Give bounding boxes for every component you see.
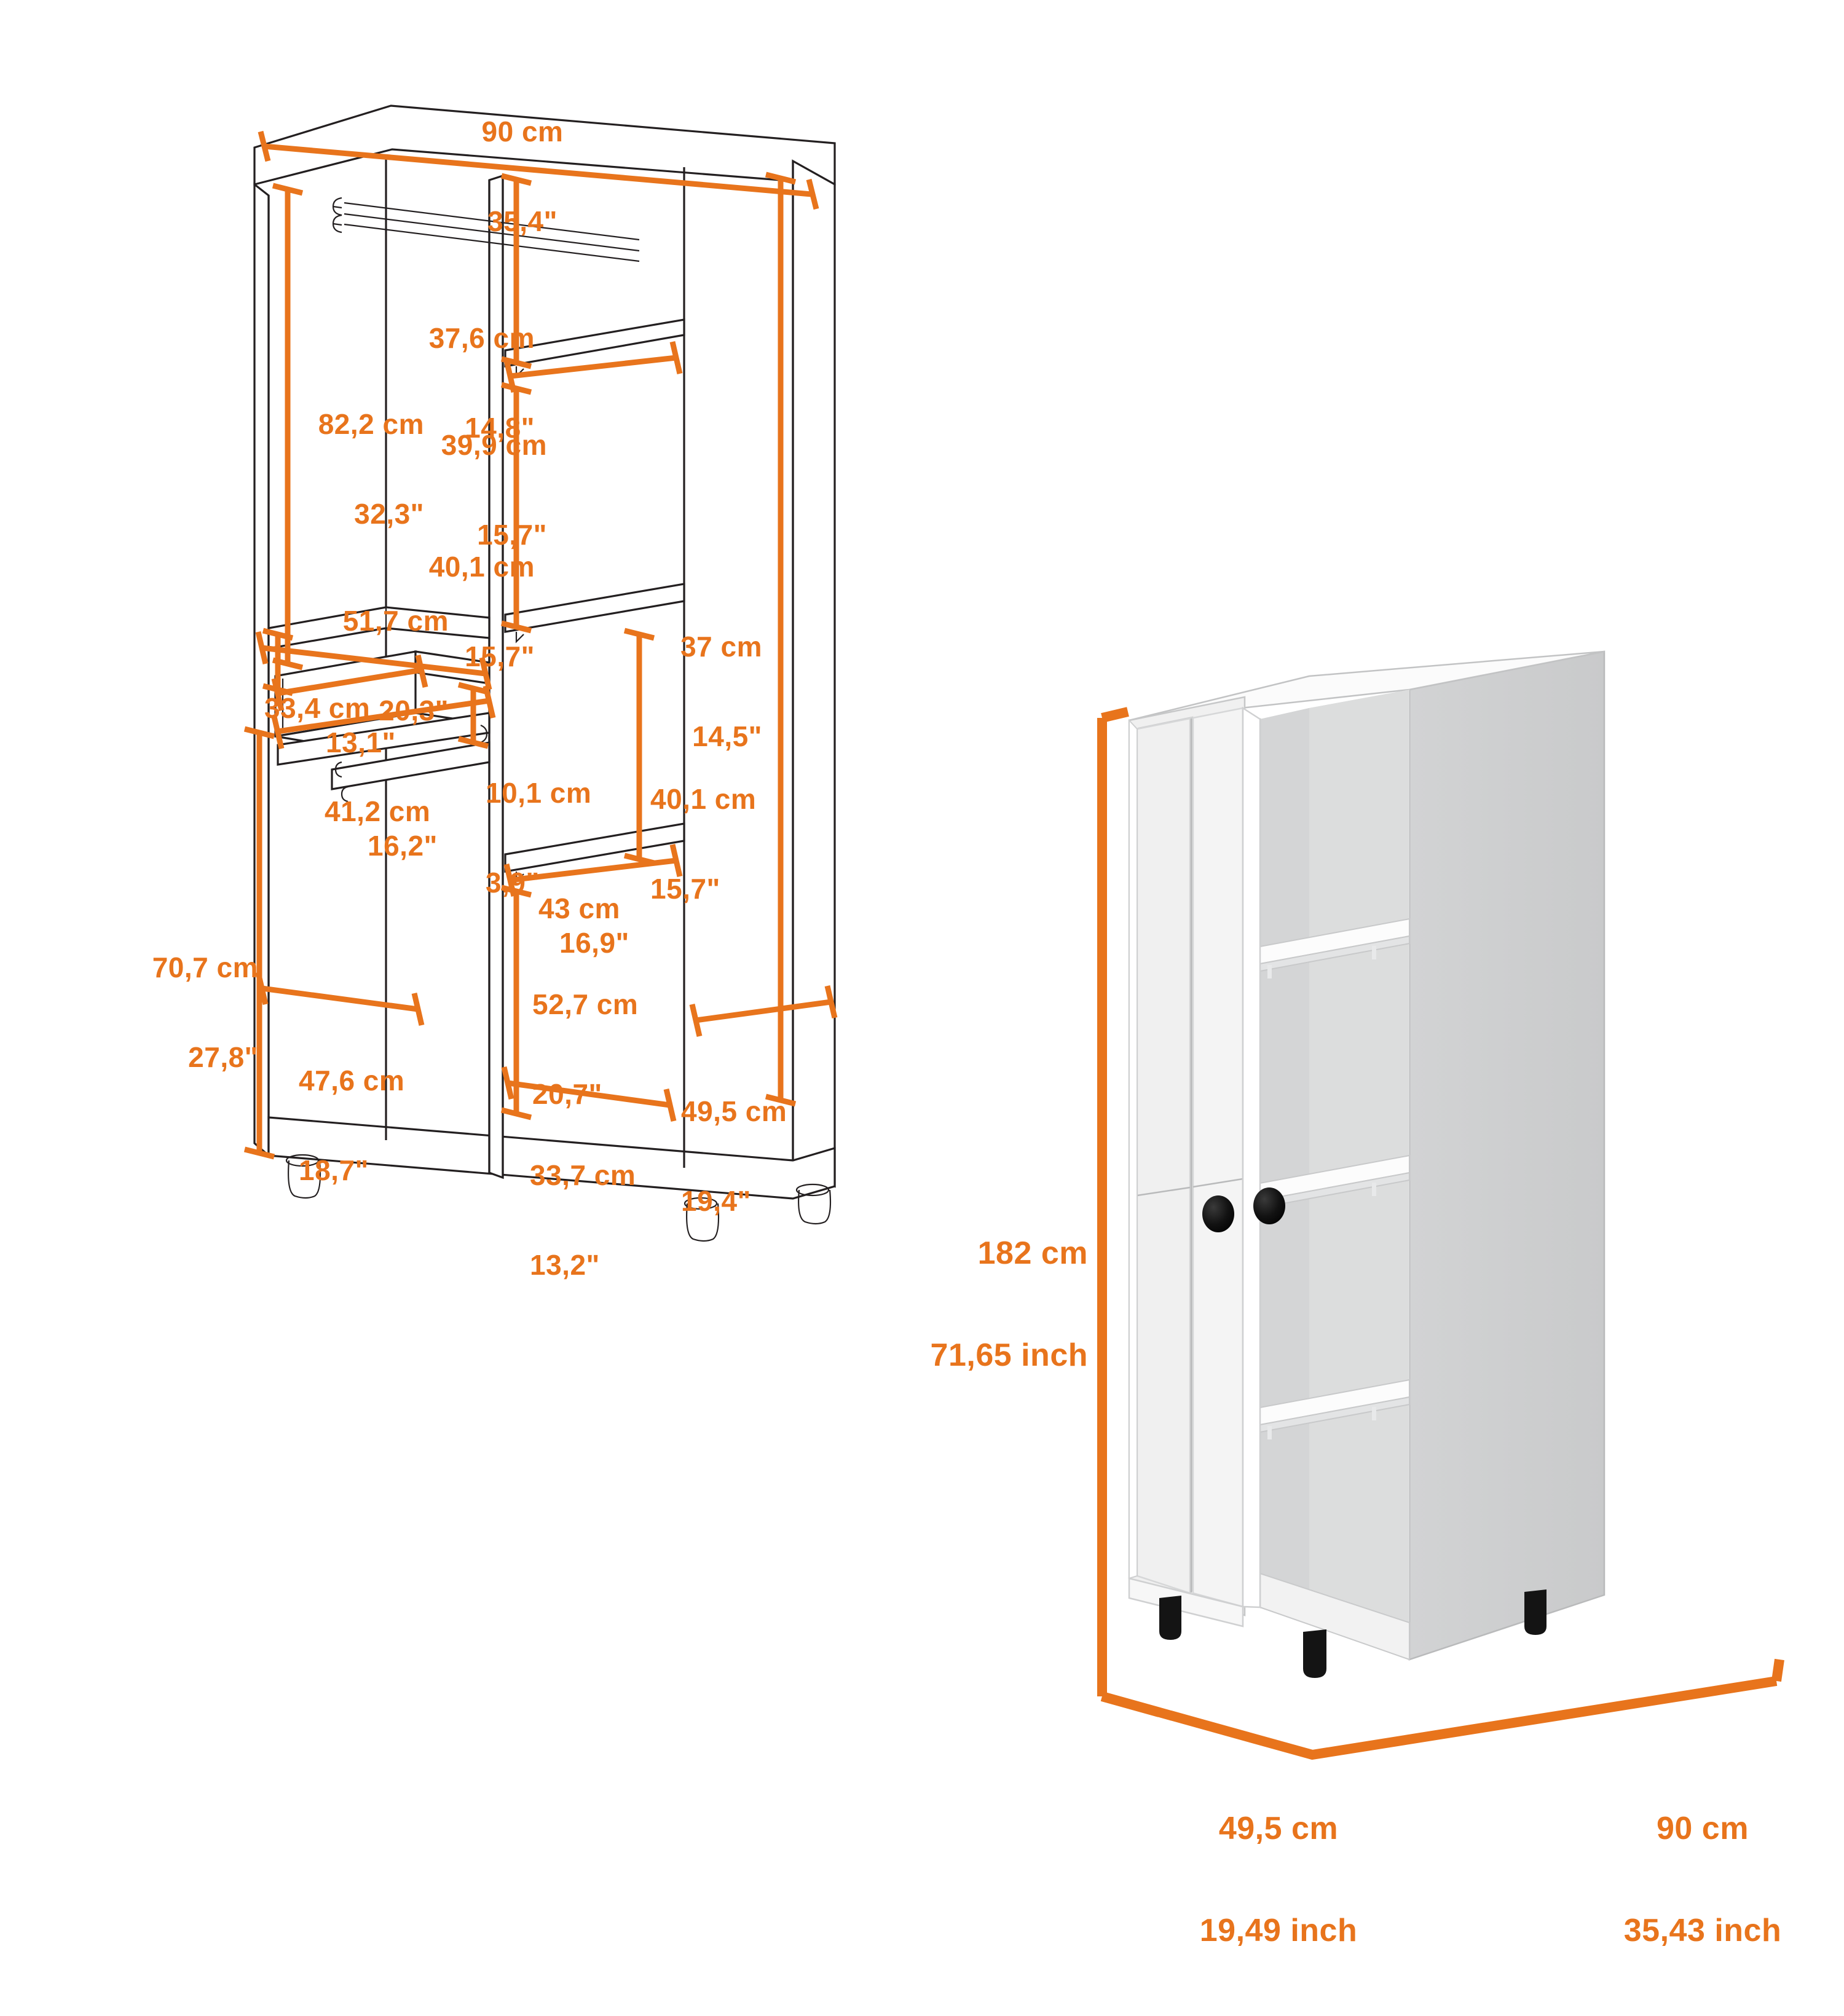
door-right-panel bbox=[1192, 707, 1244, 1608]
wardrobe-render bbox=[1128, 650, 1606, 1678]
dim-right-second-gap: 40,1 cm 15,7" bbox=[428, 550, 535, 672]
dim-drawer-width-inch: 16,2" bbox=[368, 829, 438, 862]
right-render-svg: .edge { stroke:#b9babb; stroke-width:2.5… bbox=[1097, 650, 1784, 1760]
dimension-lines-left bbox=[243, 130, 838, 1160]
dim-right-third-gap: 40,1 cm 15,7" bbox=[650, 782, 757, 905]
knob-right bbox=[1253, 1187, 1285, 1224]
cabinet-feet bbox=[285, 1154, 832, 1242]
dim-drawer-box-height: 10,1 cm 3,9" bbox=[486, 776, 592, 899]
render-feet bbox=[1159, 1589, 1547, 1678]
dim-hanging-height: 82,2 cm 32,3" bbox=[318, 408, 424, 530]
dim-right-shelf-depth-top: 39,9 cm 15,7" bbox=[441, 428, 547, 551]
hanging-rod bbox=[332, 197, 640, 262]
left-wireframe-svg: .ln { fill:none; stroke:#231f20; stroke-… bbox=[243, 104, 838, 1242]
dimension-lines-right bbox=[1097, 707, 1784, 1760]
right-bay-shelf-2 bbox=[504, 583, 685, 644]
dim-hanging-depth: 51,7 cm 20,3" bbox=[342, 604, 449, 726]
dim-right-top-shelf-gap: 37,6 cm 14,8" bbox=[428, 321, 535, 444]
dim-right-shelf-depth-low: 43 cm bbox=[538, 892, 620, 924]
dim-overall-width: 90 cm 35,43 inch bbox=[1623, 1811, 1782, 1948]
dim-lower-left-width: 47,6 cm 18,7" bbox=[299, 1064, 405, 1186]
drawing-canvas: .ln { fill:none; stroke:#231f20; stroke-… bbox=[152, 104, 1784, 1947]
door-left-panel bbox=[1136, 717, 1191, 1594]
dim-right-shelf-depth-low-inch: 16,9" bbox=[559, 926, 629, 959]
dim-drawer-front-height: 33,4 cm bbox=[264, 691, 371, 724]
dim-overall-depth-bottom: 49,5 cm 19,4" bbox=[681, 1095, 787, 1217]
dim-overall-width-top: 90 cm 35,4" bbox=[481, 115, 564, 237]
dim-drawer-front-height-inch: 13,1" bbox=[326, 726, 396, 758]
dim-overall-depth: 49,5 cm 19,49 inch bbox=[1199, 1811, 1358, 1948]
dim-overall-height: 182 cm 71,65 inch bbox=[930, 1235, 1088, 1373]
dim-drawer-width: 41,2 cm bbox=[325, 795, 431, 827]
dim-lower-left-height: 70,7 cm 27,8" bbox=[152, 951, 258, 1073]
dim-overall-depth-side: 37 cm 14,5" bbox=[680, 630, 762, 752]
dim-right-bottom-gap: 52,7 cm 20,7" bbox=[532, 988, 639, 1110]
dim-bottom-right-width: 33,7 cm 13,2" bbox=[530, 1159, 636, 1281]
knob-left bbox=[1202, 1195, 1234, 1232]
